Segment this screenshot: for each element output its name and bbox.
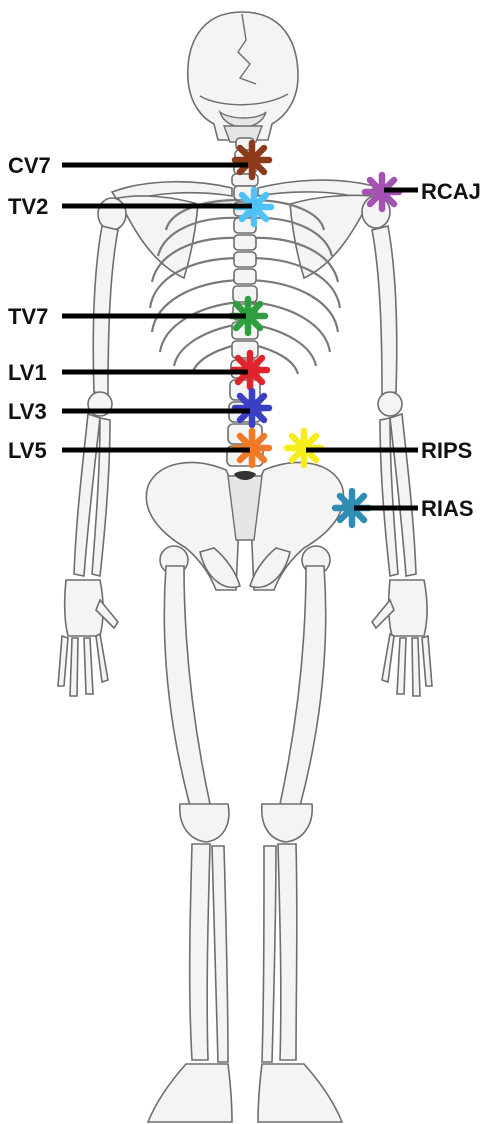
- marker-label-cv7: CV7: [8, 153, 51, 178]
- marker-cv7: CV7: [8, 143, 269, 178]
- marker-lv1: LV1: [8, 353, 267, 387]
- marker-label-lv5: LV5: [8, 438, 47, 463]
- marker-label-tv2: TV2: [8, 194, 48, 219]
- marker-label-lv1: LV1: [8, 360, 47, 385]
- asterisk-icon-cv7: [235, 143, 269, 177]
- skull: [188, 12, 298, 142]
- feet: [148, 1064, 342, 1122]
- asterisk-icon-lv3: [235, 391, 269, 425]
- marker-rcaj: RCAJ: [365, 175, 481, 209]
- marker-label-tv7: TV7: [8, 304, 48, 329]
- skeleton-illustration: [58, 12, 432, 1122]
- legs: [164, 566, 325, 1062]
- marker-label-lv3: LV3: [8, 399, 47, 424]
- marker-label-rias: RIAS: [421, 496, 474, 521]
- marker-label-rips: RIPS: [421, 438, 472, 463]
- hands: [58, 580, 432, 696]
- marker-label-rcaj: RCAJ: [421, 179, 481, 204]
